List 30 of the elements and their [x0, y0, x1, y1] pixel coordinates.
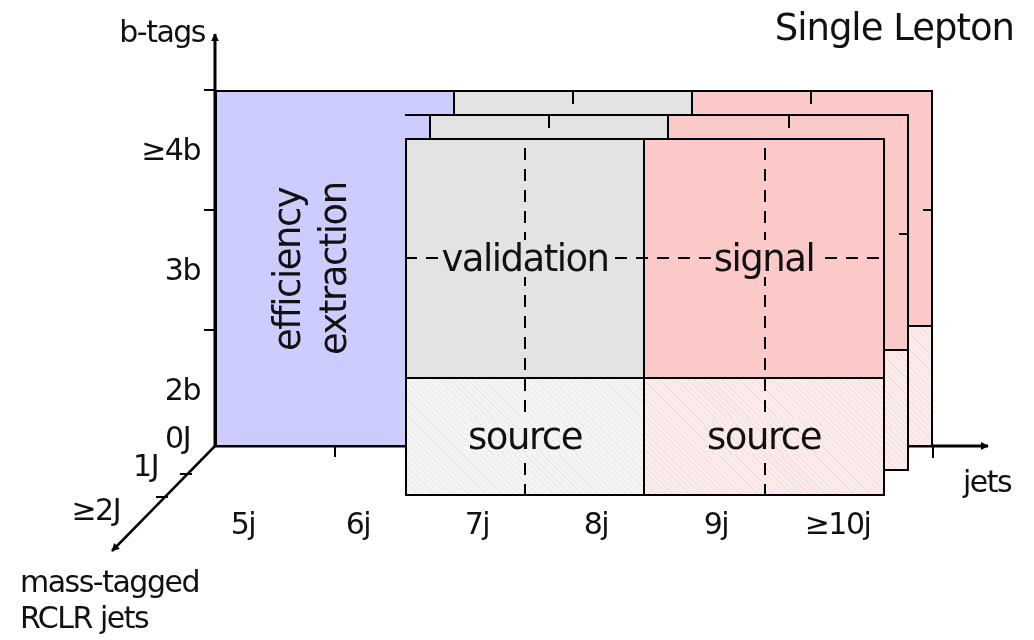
axis-label: b-tags	[118, 14, 205, 50]
tick-label: 9j	[702, 506, 730, 542]
axis-label: mass-tagged RCLR jets	[20, 564, 200, 636]
tick-label: 2b	[163, 372, 200, 408]
layer-box	[909, 114, 933, 447]
layer-box	[405, 114, 669, 138]
layer-box	[405, 90, 693, 114]
tick-label: 3b	[163, 252, 200, 288]
tick-label: ≥10j	[803, 506, 872, 542]
tick-label: 5j	[229, 506, 257, 542]
tick-label: 0J	[164, 420, 190, 456]
axis-label: jets	[963, 464, 1013, 500]
layer-box	[669, 114, 909, 138]
tick-label: 7j	[463, 506, 491, 542]
tick-label: 1J	[132, 448, 158, 484]
region-label: efficiency extraction	[264, 181, 356, 357]
tick-label: ≥4b	[140, 132, 200, 168]
region-box	[405, 138, 645, 379]
tick-label: 8j	[582, 506, 610, 542]
layer-box	[693, 90, 933, 114]
region-box	[645, 138, 885, 379]
region-label: source	[705, 418, 823, 455]
tick-label: 6j	[344, 506, 372, 542]
tick-label: ≥2J	[70, 492, 120, 528]
region-box	[215, 90, 405, 447]
region-box	[405, 379, 645, 496]
diagram-title: Single Lepton	[774, 6, 1014, 49]
region-label: source	[466, 418, 584, 455]
layer-box	[885, 138, 909, 471]
region-box	[645, 379, 885, 496]
